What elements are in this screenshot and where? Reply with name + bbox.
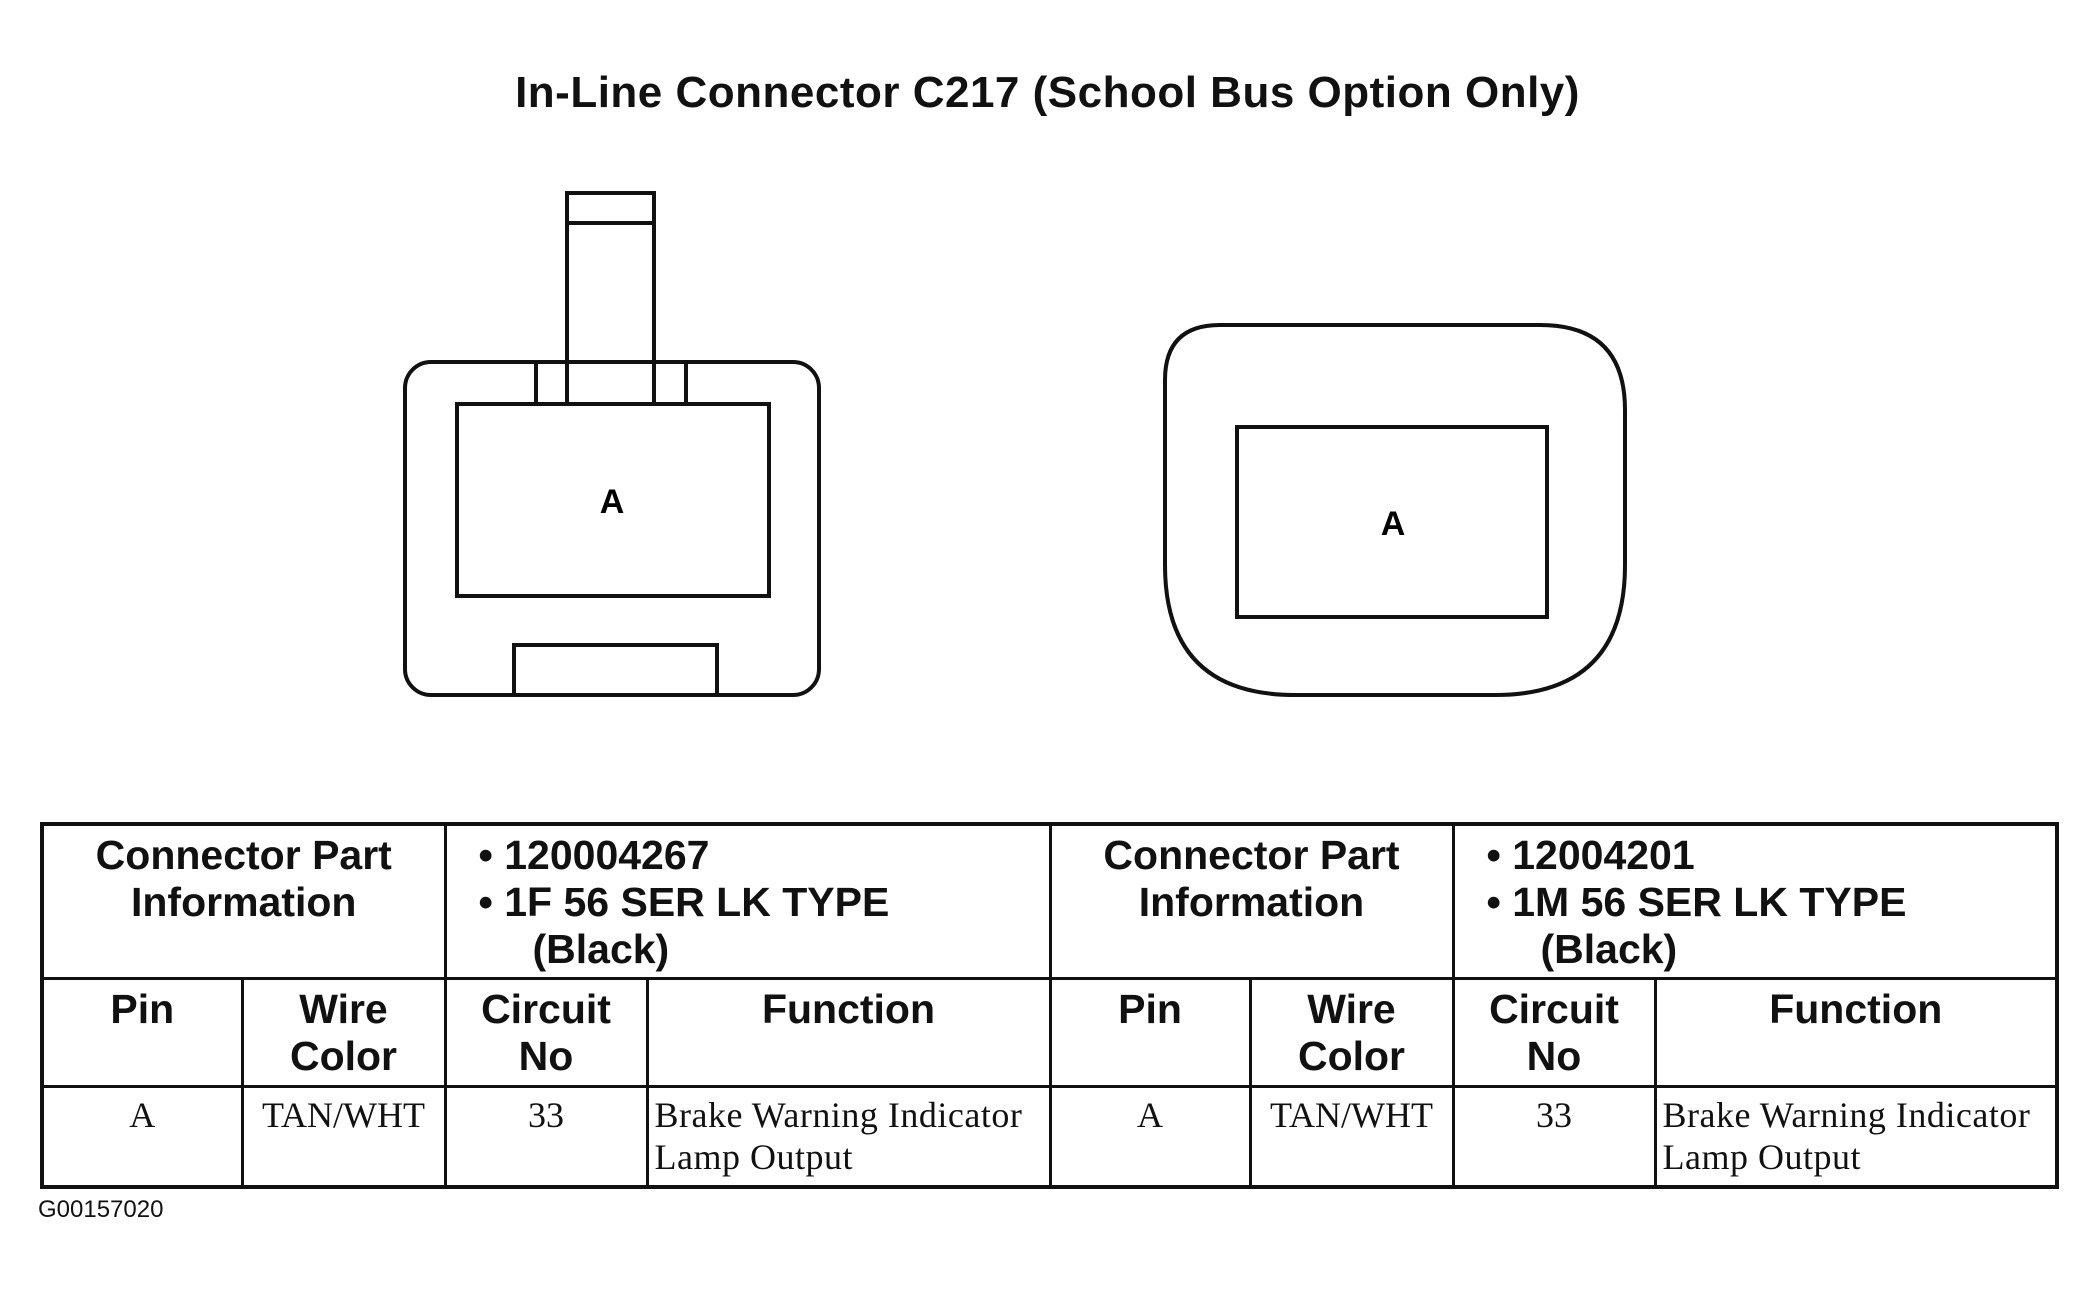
part-type-left: • 1F 56 SER LK TYPE bbox=[478, 879, 890, 925]
part-color-left: (Black) bbox=[532, 926, 670, 972]
part-info-label-right: Connector Part Information bbox=[1048, 822, 1455, 980]
part-type-right: • 1M 56 SER LK TYPE bbox=[1486, 879, 1907, 925]
cell-wire-color-left: TAN/WHT bbox=[240, 1085, 447, 1188]
part-number-right: • 12004201 bbox=[1486, 832, 1695, 878]
connector-drawings: A A bbox=[403, 191, 1627, 697]
part-info-label-left: Connector Part Information bbox=[40, 822, 447, 980]
cell-circuit-left: 33 bbox=[443, 1085, 649, 1188]
connector-left-body bbox=[403, 191, 821, 697]
cell-circuit-right: 33 bbox=[1451, 1085, 1657, 1188]
header-pin-right: Pin bbox=[1048, 977, 1252, 1088]
diagram-title: In-Line Connector C217 (School Bus Optio… bbox=[515, 68, 1580, 117]
cell-wire-color-right: TAN/WHT bbox=[1248, 1085, 1455, 1188]
cell-pin-left: A bbox=[40, 1085, 244, 1188]
connector-info-table: Connector Part Information • 120004267 •… bbox=[40, 822, 2060, 1189]
header-function-right: Function bbox=[1653, 977, 2059, 1088]
part-info-left: • 120004267 • 1F 56 SER LK TYPE (Black) bbox=[443, 822, 1052, 980]
cell-pin-right: A bbox=[1048, 1085, 1252, 1188]
table-row: A TAN/WHT 33 Brake Warning Indicator Lam… bbox=[40, 1085, 2059, 1188]
part-color-right: (Black) bbox=[1540, 926, 1678, 972]
header-wire-color-left: Wire Color bbox=[240, 977, 447, 1088]
header-wire-color-right: Wire Color bbox=[1248, 977, 1455, 1088]
connector-right-body bbox=[1163, 323, 1627, 697]
part-number-left: • 120004267 bbox=[478, 832, 710, 878]
part-info-right: • 12004201 • 1M 56 SER LK TYPE (Black) bbox=[1451, 822, 2059, 980]
header-function-left: Function bbox=[645, 977, 1052, 1088]
header-circuit-right: Circuit No bbox=[1451, 977, 1657, 1088]
cell-function-right: Brake Warning Indicator Lamp Output bbox=[1653, 1085, 2059, 1188]
figure-id: G00157020 bbox=[38, 1196, 164, 1223]
header-pin-left: Pin bbox=[40, 977, 244, 1088]
header-circuit-left: Circuit No bbox=[443, 977, 649, 1088]
pin-label-right: A bbox=[1381, 505, 1406, 543]
pin-label-left: A bbox=[600, 483, 625, 521]
column-header-row: Pin Wire Color Circuit No Function Pin W… bbox=[40, 977, 2059, 1088]
cell-function-left: Brake Warning Indicator Lamp Output bbox=[645, 1085, 1052, 1188]
part-info-row: Connector Part Information • 120004267 •… bbox=[40, 822, 2059, 980]
